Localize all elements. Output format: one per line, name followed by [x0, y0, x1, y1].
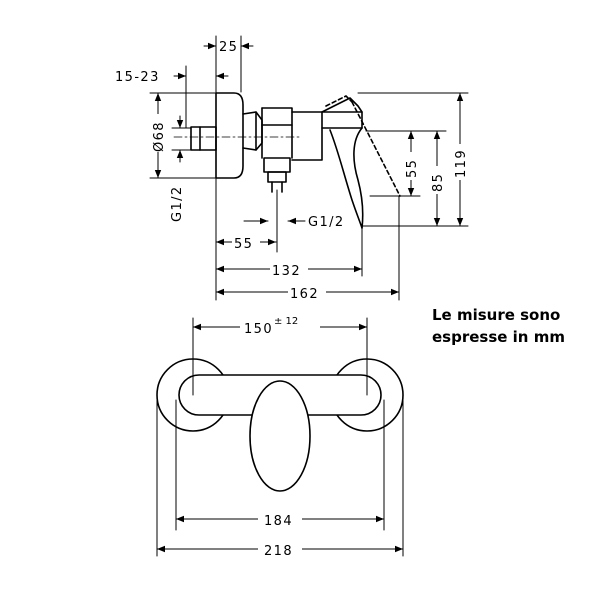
- dim-15-23: 15-23: [115, 70, 160, 85]
- dim-55-vertical: 55: [405, 159, 420, 178]
- units-note: Le misure sono espresse in mm: [432, 304, 592, 348]
- dim-184: 184: [264, 514, 293, 529]
- dim-diameter-68: Ø68: [152, 121, 167, 152]
- dim-55-horizontal: 55: [234, 237, 253, 252]
- dim-119: 119: [454, 149, 469, 178]
- dim-218: 218: [264, 544, 293, 559]
- units-note-line1: Le misure sono: [432, 306, 561, 324]
- dim-162: 162: [290, 287, 319, 302]
- dim-132: 132: [272, 264, 301, 279]
- top-view-body: [156, 358, 404, 492]
- dim-25: 25: [219, 40, 238, 55]
- dim-thread-bottom: G1/2: [308, 215, 345, 230]
- dim-85: 85: [431, 173, 446, 192]
- dim-150-tolerance: ± 12: [274, 316, 298, 327]
- side-view-body: [190, 92, 401, 229]
- dim-150: 150: [244, 322, 273, 337]
- units-note-line2: espresse in mm: [432, 328, 565, 346]
- dim-thread-left: G1/2: [170, 185, 185, 222]
